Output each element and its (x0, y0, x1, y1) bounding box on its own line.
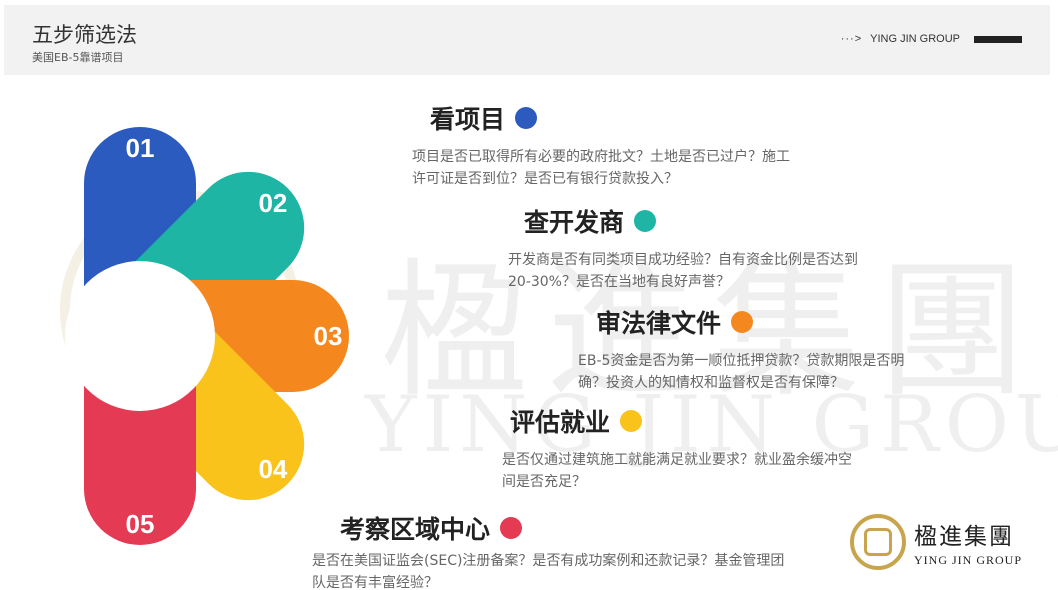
step-description: 是否仅通过建筑施工就能满足就业要求？就业盈余缓冲空间是否充足？ (502, 452, 852, 490)
step-item-1: 看项目 项目是否已取得所有必要的政府批文？土地是否已过户？施工许可证是否到位？是… (412, 100, 790, 190)
company-logo: 楹進集團 YING JIN GROUP (850, 514, 1022, 570)
step-title: 审法律文件 (596, 309, 722, 338)
step-description: EB-5资金是否为第一顺位抵押贷款？贷款期限是否明确？投资人的知情权和监督权是否… (578, 353, 905, 391)
step-description: 项目是否已取得所有必要的政府批文？土地是否已过户？施工许可证是否到位？是否已有银… (412, 149, 790, 187)
logo-name-en: YING JIN GROUP (914, 552, 1023, 567)
flower-center (65, 261, 215, 411)
step-title: 考察区域中心 (340, 515, 491, 544)
step-item-4: 评估就业 是否仅通过建筑施工就能满足就业要求？就业盈余缓冲空间是否充足？ (502, 403, 852, 493)
step-dot (500, 517, 523, 539)
logo-name-cn: 楹進集團 (914, 523, 1014, 550)
arrow-icon: ···> (840, 33, 863, 45)
brand-bar (974, 35, 1022, 43)
petal-number: 04 (258, 454, 287, 484)
watermark-cn: 楹進集團 (380, 245, 1044, 417)
page-subtitle: 美国EB-5靠谱项目 (32, 51, 124, 64)
petal-number: 03 (314, 321, 343, 351)
step-dot (731, 311, 754, 333)
petal-number: 05 (126, 509, 155, 539)
step-description: 是否在美国证监会(SEC)注册备案？是否有成功案例和还款记录？基金管理团队是否有… (312, 553, 785, 590)
step-dot (515, 107, 538, 129)
step-title: 查开发商 (524, 208, 625, 237)
flower-diagram: 01 02 03 04 05 (65, 127, 349, 545)
step-title: 看项目 (430, 105, 506, 134)
page-title: 五步筛选法 (32, 23, 137, 47)
logo-icon (850, 514, 906, 570)
header-brand: ···> YING JIN GROUP (841, 33, 1022, 45)
header-bar: 五步筛选法 美国EB-5靠谱项目 ···> YING JIN GROUP (4, 5, 1050, 75)
petal-number: 01 (126, 133, 155, 163)
step-dot (620, 410, 643, 432)
step-item-3: 审法律文件 EB-5资金是否为第一顺位抵押贷款？贷款期限是否明确？投资人的知情权… (578, 304, 904, 394)
brand-name: YING JIN GROUP (870, 33, 960, 45)
step-dot (634, 210, 657, 232)
petal-number: 02 (258, 188, 287, 218)
step-title: 评估就业 (510, 408, 611, 437)
step-item-5: 考察区域中心 是否在美国证监会(SEC)注册备案？是否有成功案例和还款记录？基金… (312, 510, 784, 590)
watermark-en: YING JIN GROUP (365, 380, 1058, 470)
